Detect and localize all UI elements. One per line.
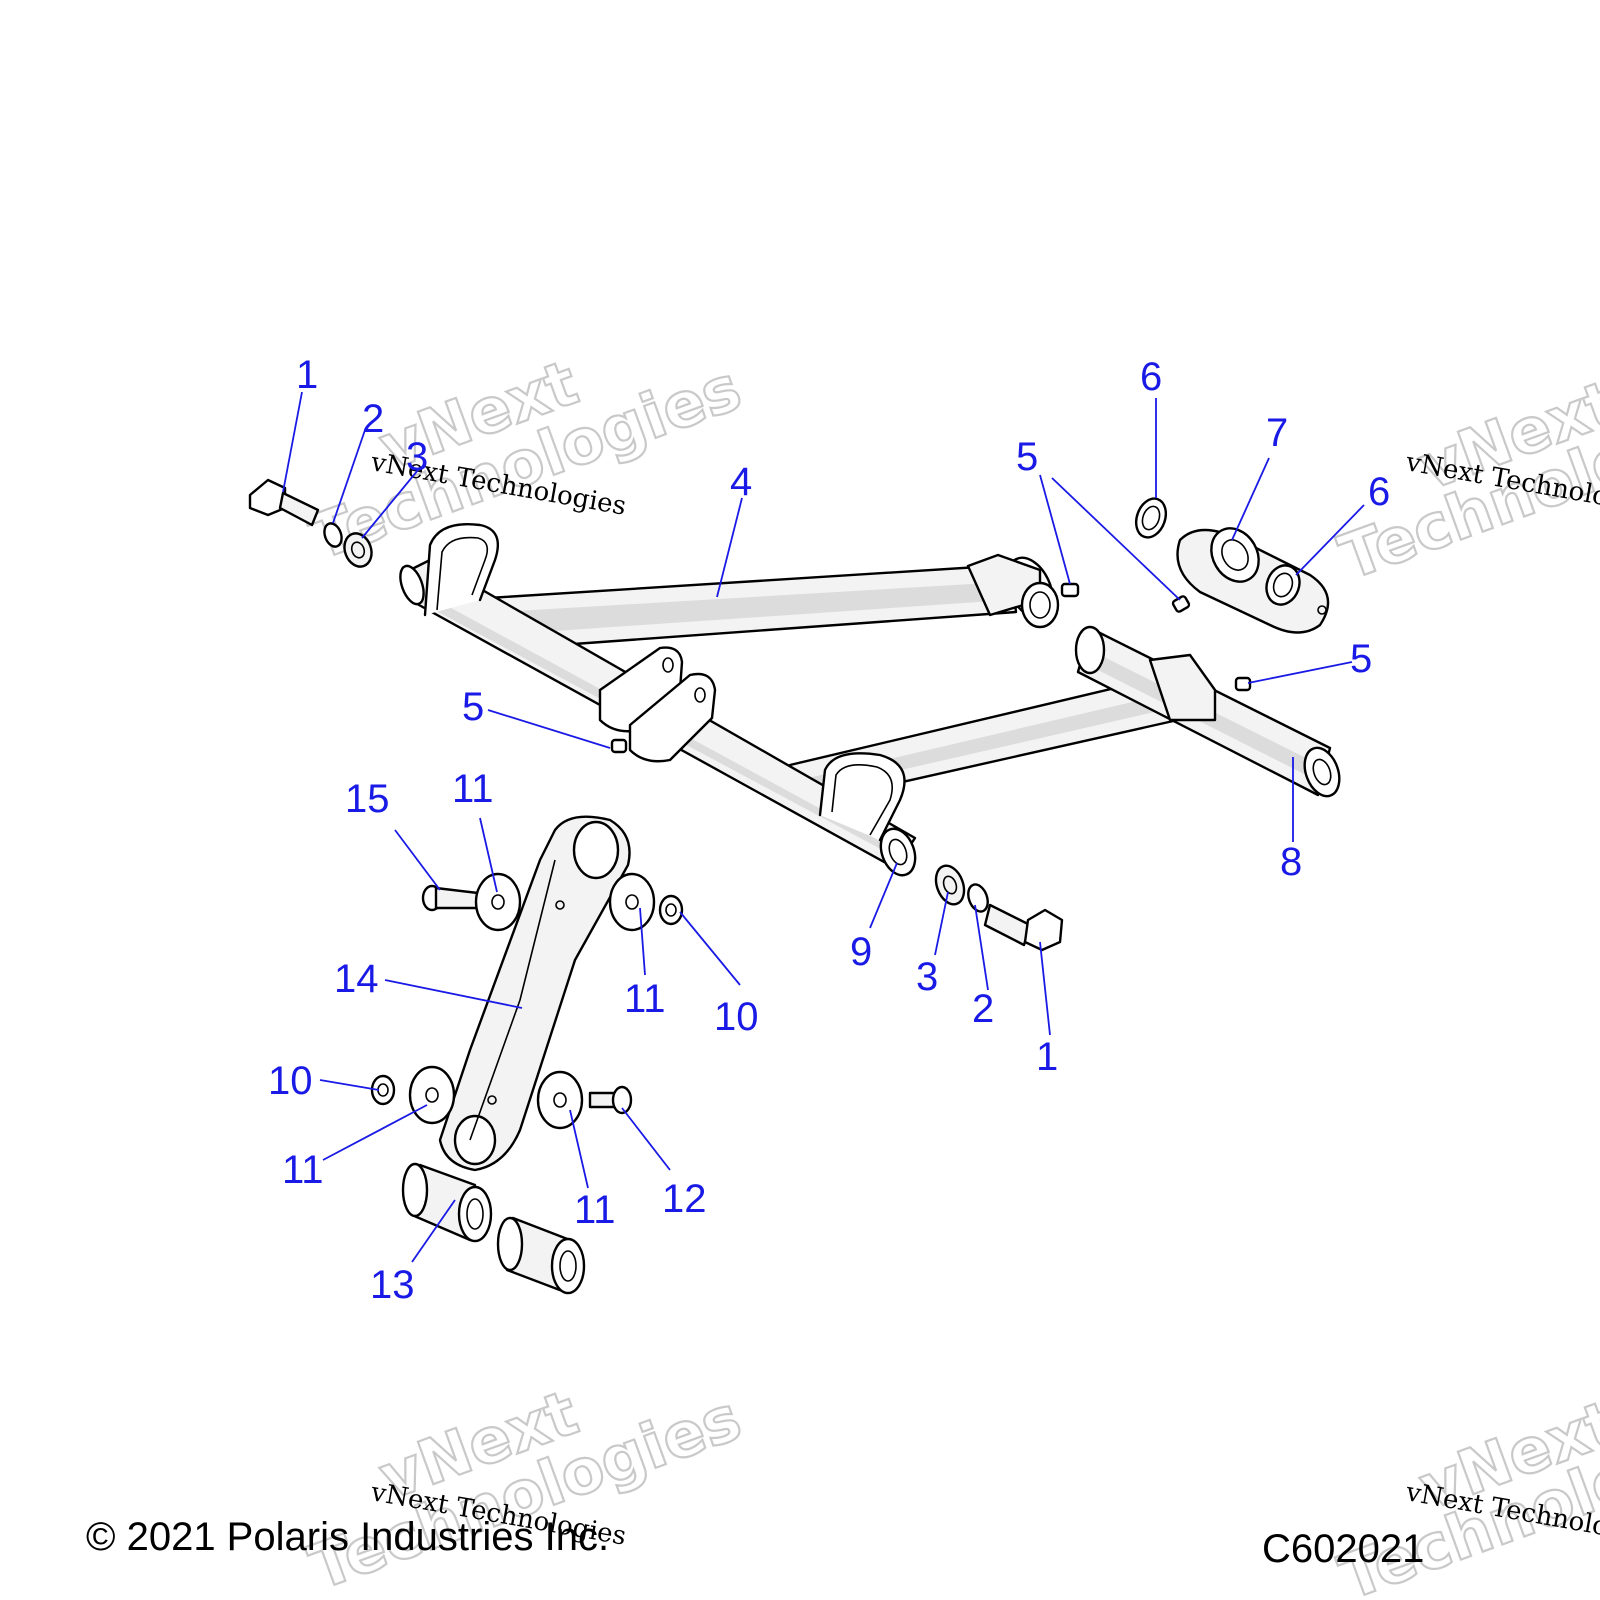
bolt-15 — [421, 884, 480, 912]
a-arm-loop-left — [423, 523, 500, 617]
flat-washer-left — [343, 532, 373, 568]
bushing-13-right — [496, 1216, 586, 1295]
callout-1-top: 1 — [296, 353, 318, 397]
bolt-12 — [588, 1085, 633, 1115]
callout-11-mid: 11 — [624, 977, 666, 1021]
callout-11-lower-left: 11 — [282, 1148, 324, 1192]
copyright-text: © 2021 Polaris Industries Inc. — [86, 1515, 609, 1559]
callout-8: 8 — [1280, 840, 1302, 884]
flat-washer-right — [934, 864, 966, 906]
lock-washer-right — [967, 883, 989, 913]
washer-6-right — [1265, 564, 1301, 606]
callout-10-left: 10 — [268, 1059, 313, 1103]
washer-11-lower-right — [536, 1070, 584, 1130]
grease-fitting-2 — [1171, 595, 1191, 613]
grease-fitting-3 — [1234, 676, 1252, 692]
callout-12: 12 — [662, 1177, 707, 1221]
figure-id: C602021 — [1262, 1527, 1424, 1571]
callout-1-bottom: 1 — [1036, 1035, 1058, 1079]
washer-6-left — [1134, 497, 1168, 539]
lock-washer-left — [323, 522, 343, 548]
callout-7: 7 — [1266, 411, 1288, 455]
leader-lines — [282, 391, 1365, 1263]
callout-5-top: 5 — [1016, 435, 1038, 479]
callout-2-bottom: 2 — [972, 987, 994, 1031]
shock-mount-brackets — [598, 646, 717, 763]
callout-11-lower-right: 11 — [574, 1188, 616, 1232]
bolt-left — [248, 478, 320, 527]
grease-fitting-1 — [1060, 582, 1080, 598]
callout-3-top: 3 — [406, 435, 428, 479]
callout-3-bottom: 3 — [916, 955, 938, 999]
nut-10-lower — [370, 1074, 396, 1106]
pivot-bracket — [1176, 527, 1330, 634]
callout-10-right: 10 — [714, 995, 759, 1039]
callout-14: 14 — [334, 957, 379, 1001]
a-arm-upper-tube — [486, 553, 1060, 647]
callout-6-left: 6 — [1140, 355, 1162, 399]
shock-link — [438, 815, 631, 1172]
callout-5-left: 5 — [462, 685, 484, 729]
callout-13: 13 — [370, 1263, 415, 1307]
watermark-bottom-left: vNext Technologies vNext Technologies — [299, 1375, 751, 1600]
callout-2-top: 2 — [362, 397, 384, 441]
bushing-13-left — [401, 1162, 493, 1243]
washer-11-upper-left — [474, 872, 522, 932]
grease-fitting-4 — [610, 738, 628, 754]
pivot-shaft-right — [1074, 625, 1341, 798]
callout-4: 4 — [730, 460, 752, 504]
callout-9: 9 — [850, 930, 872, 974]
callout-6-right: 6 — [1368, 470, 1390, 514]
washer-11-upper-right — [608, 872, 656, 932]
washer-11-lower-left — [408, 1065, 456, 1125]
callout-15: 15 — [345, 777, 390, 821]
a-arm-loop-right — [818, 752, 906, 842]
callout-5-right: 5 — [1350, 637, 1372, 681]
callout-labels: 1 2 3 4 5 5 5 6 6 7 8 9 3 2 1 15 11 11 1… — [268, 353, 1390, 1307]
bolt-right — [983, 903, 1064, 952]
nut-10-upper — [658, 894, 684, 926]
callout-11-top: 11 — [452, 767, 494, 811]
